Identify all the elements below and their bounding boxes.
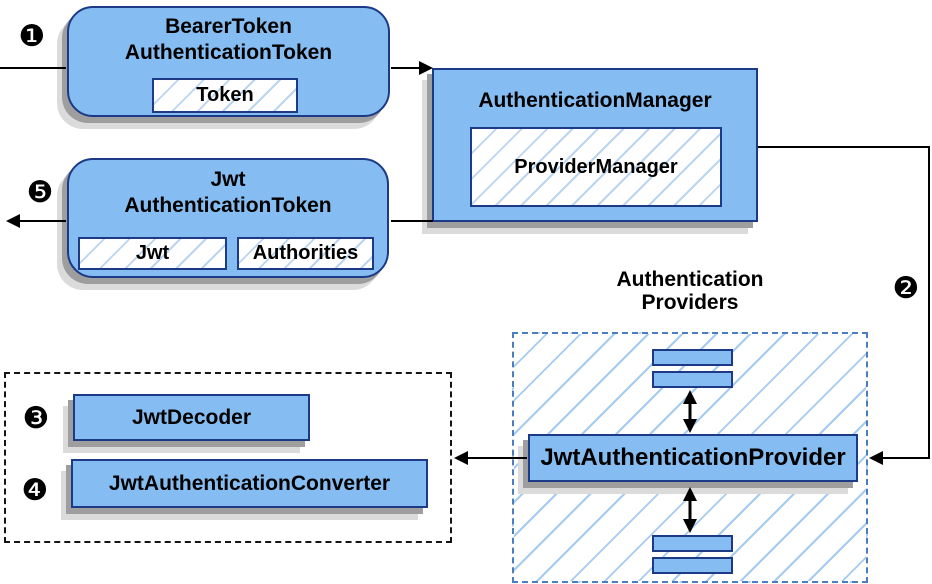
provider-manager-field: ProviderManager [470,127,722,207]
provider-to-converters-arrowhead [454,451,468,465]
authentication-providers-label: Authentication Providers [540,268,840,314]
jwt-token-outgoing-arrowhead [6,214,20,228]
authentication-manager-title: AuthenticationManager [478,89,712,112]
jwt-token-title-line2: AuthenticationToken [124,194,332,217]
provider-stack-bar-1 [652,349,733,366]
jwt-token-title-line1: Jwt [210,168,246,191]
authorities-field: Authorities [237,237,374,270]
authentication-providers-label-line1: Authentication [616,268,764,291]
jwt-authentication-converter-node: JwtAuthenticationConverter [71,459,428,508]
jwt-authentication-token-node: Jwt AuthenticationToken Jwt Authorities [67,158,389,278]
step-2-badge: ❷ [892,271,920,306]
authentication-providers-label-line2: Providers [641,291,739,314]
bearer-token-title-line1: BearerToken [165,15,292,38]
bearer-token-title-line2: AuthenticationToken [124,41,333,64]
step-3-badge: ❸ [22,401,50,436]
token-field: Token [152,78,298,113]
provider-stack-bar-3 [652,535,733,552]
step-4-badge: ❹ [21,473,49,508]
jwt-field: Jwt [78,237,227,270]
bearer-to-manager-arrowhead [419,61,433,75]
authentication-providers-box: JwtAuthenticationProvider [512,332,868,583]
manager-to-provider-arrowhead [869,451,883,465]
step-5-badge: ❺ [26,175,54,210]
provider-stack-bar-2 [652,371,733,388]
provider-stack-bar-4 [652,557,733,574]
jwt-decoder-node: JwtDecoder [73,394,310,441]
step-1-badge: ❶ [18,19,46,54]
jwt-authentication-provider-node: JwtAuthenticationProvider [528,434,858,482]
bearer-token-authentication-token-node: BearerToken AuthenticationToken Token [67,6,390,117]
authentication-manager-node: AuthenticationManager ProviderManager [432,68,758,222]
